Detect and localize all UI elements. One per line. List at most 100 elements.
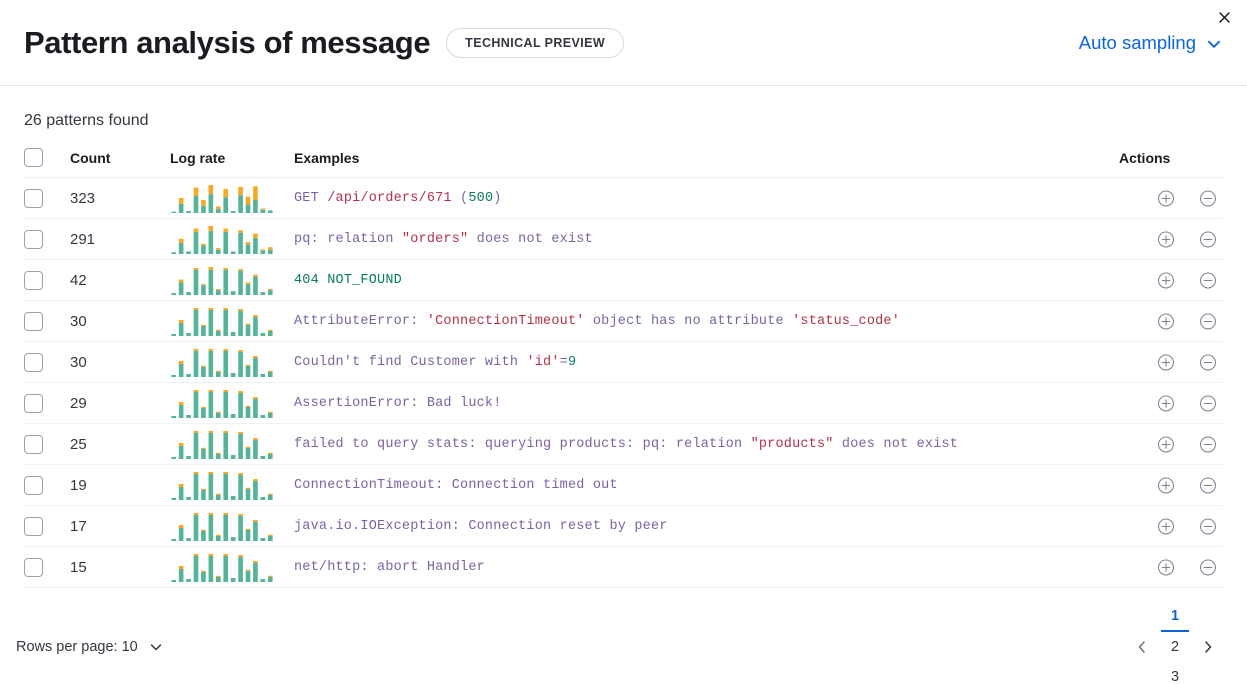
- minus-in-circle-icon[interactable]: [1193, 388, 1223, 418]
- row-checkbox[interactable]: [24, 475, 43, 495]
- example-token: "products": [750, 436, 834, 452]
- select-all-checkbox[interactable]: [24, 148, 43, 167]
- row-log-rate-sparkline: [170, 464, 294, 506]
- column-header-count[interactable]: Count: [70, 149, 111, 166]
- patterns-found-count: 26 patterns found: [24, 112, 149, 129]
- page-number-3[interactable]: 3: [1161, 662, 1189, 684]
- page-number-2[interactable]: 2: [1161, 632, 1189, 662]
- flyout-header: Pattern analysis of message TECHNICAL PR…: [0, 0, 1247, 86]
- column-header-examples[interactable]: Examples: [294, 149, 360, 166]
- minus-in-circle-icon[interactable]: [1193, 552, 1223, 582]
- minus-in-circle-icon[interactable]: [1193, 347, 1223, 377]
- minus-in-circle-icon[interactable]: [1193, 224, 1223, 254]
- close-icon[interactable]: [1210, 3, 1238, 31]
- column-header-log-rate[interactable]: Log rate: [170, 149, 226, 166]
- minus-in-circle-icon[interactable]: [1193, 306, 1223, 336]
- minus-in-circle-icon[interactable]: [1193, 265, 1223, 295]
- select-all-header: [24, 148, 70, 178]
- row-select-cell: [24, 464, 70, 506]
- patterns-table-body: 323 GET /api/orders/671 (500) 291 pq: rela…: [24, 177, 1223, 588]
- row-example: AttributeError: 'ConnectionTimeout' obje…: [294, 300, 1119, 342]
- plus-in-circle-icon[interactable]: [1151, 470, 1181, 500]
- row-checkbox[interactable]: [24, 311, 43, 331]
- chevron-left-icon[interactable]: [1127, 632, 1157, 662]
- row-count: 291: [70, 218, 170, 260]
- row-actions: [1119, 341, 1223, 383]
- header-right: Auto sampling: [1077, 28, 1223, 58]
- row-select-cell: [24, 259, 70, 301]
- rows-per-page-label: Rows per page: 10: [16, 639, 138, 655]
- table-row[interactable]: 323 GET /api/orders/671 (500): [24, 177, 1223, 219]
- row-actions: [1119, 546, 1223, 588]
- row-checkbox[interactable]: [24, 188, 43, 208]
- plus-in-circle-icon[interactable]: [1151, 511, 1181, 541]
- column-header-actions: Actions: [1119, 149, 1171, 166]
- row-example: 404 NOT_FOUND: [294, 259, 1119, 301]
- row-example: Couldn't find Customer with 'id'=9: [294, 341, 1119, 383]
- minus-in-circle-icon[interactable]: [1193, 429, 1223, 459]
- row-example: failed to query stats: querying products…: [294, 423, 1119, 465]
- auto-sampling-label: Auto sampling: [1078, 31, 1196, 53]
- row-count: 19: [70, 464, 170, 506]
- row-count: 323: [70, 177, 170, 219]
- row-checkbox[interactable]: [24, 434, 43, 454]
- plus-in-circle-icon[interactable]: [1151, 265, 1181, 295]
- plus-in-circle-icon[interactable]: [1151, 183, 1181, 213]
- row-actions: [1119, 505, 1223, 547]
- example-token: pq: relation: [294, 231, 402, 247]
- row-log-rate-sparkline: [170, 382, 294, 424]
- example-token: /api/orders/671: [327, 190, 452, 206]
- row-example: GET /api/orders/671 (500): [294, 177, 1119, 219]
- example-token: =: [559, 354, 568, 370]
- row-count: 25: [70, 423, 170, 465]
- row-count: 15: [70, 546, 170, 588]
- minus-in-circle-icon[interactable]: [1193, 183, 1223, 213]
- auto-sampling-button[interactable]: Auto sampling: [1077, 28, 1223, 58]
- minus-in-circle-icon[interactable]: [1193, 470, 1223, 500]
- minus-in-circle-icon[interactable]: [1193, 511, 1223, 541]
- example-token: [319, 273, 327, 288]
- plus-in-circle-icon[interactable]: [1151, 429, 1181, 459]
- plus-in-circle-icon[interactable]: [1151, 224, 1181, 254]
- row-log-rate-sparkline: [170, 341, 294, 383]
- row-checkbox[interactable]: [24, 270, 43, 290]
- row-checkbox[interactable]: [24, 557, 43, 577]
- plus-in-circle-icon[interactable]: [1151, 306, 1181, 336]
- table-row[interactable]: 25 failed to query stats: querying produc…: [24, 423, 1223, 465]
- table-header-row: Count Log rate Examples Actions: [24, 148, 1223, 178]
- plus-in-circle-icon[interactable]: [1151, 552, 1181, 582]
- example-token: 'ConnectionTimeout': [426, 313, 585, 329]
- example-token: GET: [294, 190, 328, 206]
- table-row[interactable]: 291 pq: relation "orders" does not exist: [24, 218, 1223, 260]
- row-checkbox[interactable]: [24, 352, 43, 372]
- example-token: Couldn't find Customer with: [294, 354, 527, 370]
- page-number-1[interactable]: 1: [1161, 602, 1189, 632]
- row-checkbox[interactable]: [24, 516, 43, 536]
- row-example: pq: relation "orders" does not exist: [294, 218, 1119, 260]
- row-checkbox[interactable]: [24, 229, 43, 249]
- example-token: 500: [468, 190, 494, 206]
- row-example: AssertionError: Bad luck!: [294, 382, 1119, 424]
- row-actions: [1119, 218, 1223, 260]
- chevron-right-icon[interactable]: [1193, 632, 1223, 662]
- example-token: "orders": [401, 231, 469, 247]
- example-token: ): [493, 190, 502, 206]
- row-log-rate-sparkline: [170, 300, 294, 342]
- title-group: Pattern analysis of message TECHNICAL PR…: [24, 25, 625, 61]
- patterns-table: Count Log rate Examples Actions 323 GET /…: [24, 148, 1223, 588]
- rows-per-page-button[interactable]: Rows per page: 10: [10, 635, 170, 659]
- plus-in-circle-icon[interactable]: [1151, 347, 1181, 377]
- row-log-rate-sparkline: [170, 218, 294, 260]
- plus-in-circle-icon[interactable]: [1151, 388, 1181, 418]
- row-checkbox[interactable]: [24, 393, 43, 413]
- row-select-cell: [24, 218, 70, 260]
